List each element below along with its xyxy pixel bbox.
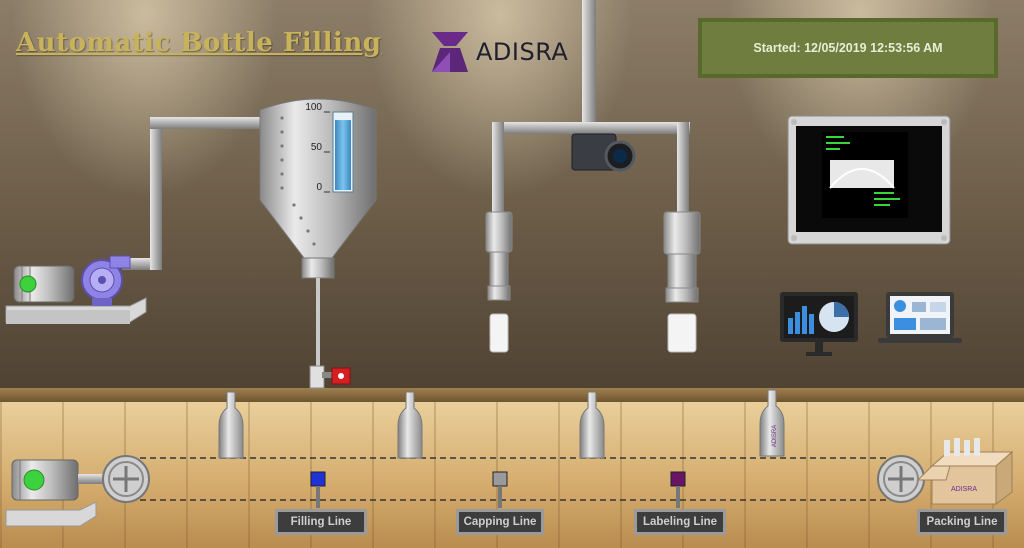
- adisra-logo: ADISRA: [430, 30, 568, 74]
- pump-motor-assembly: [5, 255, 147, 324]
- conveyor-belt: [130, 457, 900, 501]
- capping-sensor: [492, 471, 508, 508]
- motor-icon: [13, 265, 75, 303]
- motor-status-led: [23, 469, 45, 491]
- filling-line-label: Filling Line: [290, 516, 352, 528]
- labeled-bottle: ADISRA: [759, 389, 785, 457]
- tank-level-bar: [335, 120, 351, 190]
- motor-status-led: [19, 275, 37, 293]
- vision-monitor-icon: [787, 115, 951, 245]
- conveyor-wheel-icon: [877, 455, 925, 503]
- status-text: Started: 12/05/2019 12:53:56 AM: [753, 41, 943, 55]
- bottle: [218, 391, 244, 459]
- bottle-label-text: ADISRA: [772, 425, 778, 447]
- conveyor-motor: [5, 459, 104, 527]
- dashboard-laptop-icon: [878, 292, 962, 343]
- filling-line-button[interactable]: Filling Line: [275, 509, 367, 535]
- bottle: [397, 391, 423, 459]
- page-title: Automatic Bottle Filling: [16, 28, 382, 58]
- chart-monitor-icon: [780, 292, 858, 356]
- tank-icon: 100 50 0: [259, 98, 377, 279]
- tank-scale-50: 50: [311, 142, 323, 153]
- conveyor-wheel-icon: [102, 455, 150, 503]
- valve-icon: [322, 367, 351, 385]
- capping-head-left: [485, 211, 513, 353]
- status-banner: Started: 12/05/2019 12:53:56 AM: [698, 18, 998, 78]
- capping-line-button[interactable]: Capping Line: [456, 509, 544, 535]
- camera-icon: [571, 133, 636, 172]
- filling-sensor: [310, 471, 326, 508]
- packing-line-label: Packing Line: [926, 516, 998, 528]
- box-label-text: ADISRA: [951, 486, 977, 493]
- motor-icon: [11, 459, 104, 501]
- adisra-logo-icon: [432, 32, 468, 72]
- logo-text: ADISRA: [476, 38, 569, 66]
- capping-line-label: Capping Line: [463, 516, 537, 528]
- tank-scale-100: 100: [305, 102, 322, 113]
- labeling-sensor: [670, 471, 686, 508]
- tank-scale-0: 0: [316, 182, 322, 193]
- packing-line-button[interactable]: Packing Line: [917, 509, 1007, 535]
- capping-head-right: [663, 211, 701, 353]
- manifold-pipe: [492, 0, 690, 212]
- bottle: [579, 391, 605, 459]
- pump-pipe: [122, 117, 262, 270]
- labeling-line-button[interactable]: Labeling Line: [634, 509, 726, 535]
- fill-nozzle: [309, 278, 325, 389]
- labeling-line-label: Labeling Line: [642, 516, 718, 528]
- packing-box-icon: ADISRA: [916, 438, 1014, 505]
- pump-icon: [81, 255, 131, 306]
